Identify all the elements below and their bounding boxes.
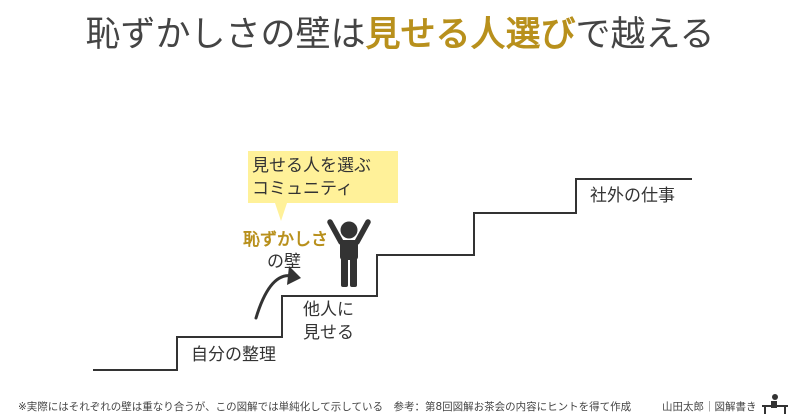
step-label-show-others-line-1: 他人に [303, 300, 354, 320]
wall-label-line-2: の壁 [267, 252, 301, 272]
speech-bubble-text: 見せる人を選ぶ コミュニティ [252, 155, 397, 201]
step-label-self-organize: 自分の整理 [191, 345, 276, 365]
bubble-line-1: 見せる人を選ぶ [252, 156, 371, 176]
curved-arrow-icon [254, 266, 301, 320]
footer-note: ※実際にはそれぞれの壁は重なり合うが、この図解では単純化して示している 参考：第… [18, 401, 632, 413]
staircase-line [93, 178, 692, 371]
footer-credit: 山田太郎｜図解書き [662, 401, 757, 413]
speech-bubble [248, 151, 398, 221]
title-highlight: 見せる人選び [365, 15, 576, 55]
step-label-external-work: 社外の仕事 [590, 186, 675, 206]
person-at-desk-icon [762, 394, 788, 414]
person-raising-arms-icon [327, 219, 371, 287]
title-prefix: 恥ずかしさの壁は [85, 15, 366, 55]
title-suffix: で越える [575, 15, 715, 55]
step-label-show-others-line-2: 見せる [303, 323, 354, 343]
wall-label-line-1: 恥ずかしさ [243, 230, 328, 250]
bubble-line-2: コミュニティ [252, 179, 353, 199]
page-title: 恥ずかしさの壁は見せる人選びで越える [0, 6, 800, 64]
